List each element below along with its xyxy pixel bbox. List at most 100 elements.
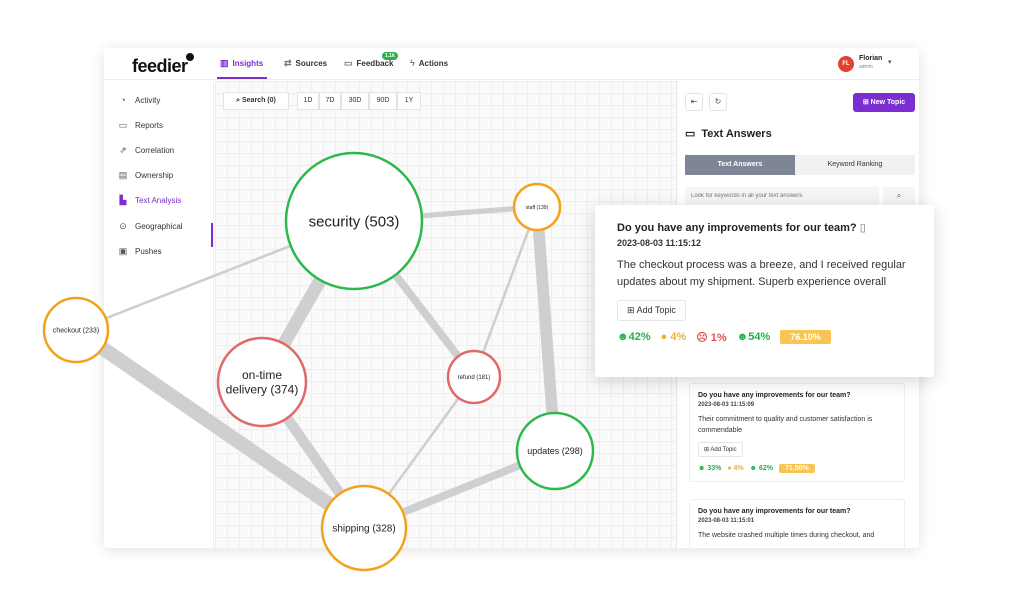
positive-stat: ☻ 33% bbox=[698, 465, 722, 472]
add-topic-label: Add Topic bbox=[636, 305, 676, 315]
sidebar-item-label: Pushes bbox=[135, 247, 162, 256]
answer-date: 2023-08-03 11:15:09 bbox=[698, 402, 755, 408]
graph-node-shipping[interactable] bbox=[320, 484, 408, 572]
graph-node-staff[interactable] bbox=[512, 182, 562, 232]
popup-text: The checkout process was a breeze, and I… bbox=[617, 259, 906, 288]
refresh-icon[interactable]: ↻ bbox=[709, 93, 727, 111]
top-bar: feedier ▥ Insights ⇄ Sources ▭ Feedback … bbox=[104, 48, 919, 80]
bar-chart-icon: ▥ bbox=[220, 58, 229, 68]
graph-node-ontime[interactable] bbox=[216, 336, 308, 428]
text-analysis-icon: ▙ bbox=[119, 195, 127, 205]
smile-icon: ☻ bbox=[698, 465, 706, 472]
range-30d-button[interactable]: 30D bbox=[341, 92, 369, 110]
overall-stat: ☻54% bbox=[736, 331, 771, 343]
sidebar-item-activity[interactable]: ◔ Activity bbox=[118, 95, 160, 105]
collapse-panel-icon[interactable]: ⇤ bbox=[685, 93, 703, 111]
panel-title: ▭ Text Answers bbox=[685, 127, 772, 141]
message-icon: ▣ bbox=[118, 246, 128, 256]
answer-card[interactable]: Do you have any improvements for our tea… bbox=[689, 383, 905, 482]
avatar[interactable]: FL bbox=[838, 56, 854, 72]
graph-node-refund[interactable] bbox=[446, 349, 502, 405]
share-icon: ⇗ bbox=[119, 145, 127, 155]
nav-insights[interactable]: ▥ Insights bbox=[220, 58, 263, 69]
keyword-search-input[interactable] bbox=[685, 187, 879, 205]
answer-date: 2023-08-03 11:15:01 bbox=[698, 518, 755, 524]
nav-actions[interactable]: ϟ Actions bbox=[410, 58, 448, 68]
answer-question: Do you have any improvements for our tea… bbox=[698, 392, 851, 399]
sidebar-item-text-analysis[interactable]: ▙ Text Analysis bbox=[118, 195, 182, 206]
sentiment-stats: ☻42% ● 4% ☹ 1% ☻54% 76.10% bbox=[617, 330, 912, 344]
nav-insights-label: Insights bbox=[232, 59, 264, 68]
gauge-icon: ◔ bbox=[120, 95, 126, 105]
sidebar-item-label: Geographical bbox=[135, 222, 183, 231]
sidebar-item-label: Reports bbox=[135, 121, 164, 130]
chat-icon: ▭ bbox=[344, 58, 353, 68]
search-icon[interactable]: ⌕ bbox=[883, 187, 915, 205]
nav-active-indicator bbox=[217, 77, 267, 79]
range-90d-button[interactable]: 90D bbox=[369, 92, 397, 110]
tab-keyword-ranking[interactable]: Keyword Ranking bbox=[795, 155, 915, 175]
overall-stat: ☻ 62% bbox=[749, 465, 773, 472]
nav-sources[interactable]: ⇄ Sources bbox=[284, 58, 327, 69]
plus-icon: ⊞ bbox=[704, 447, 710, 453]
plus-icon: ⊞ bbox=[627, 305, 635, 315]
panel-title-text: Text Answers bbox=[701, 127, 772, 140]
folder-icon: ▭ bbox=[118, 120, 128, 130]
graph-node-security[interactable] bbox=[284, 151, 424, 291]
nav-feedback-label: Feedback bbox=[356, 59, 394, 68]
range-1d-button[interactable]: 1D bbox=[297, 92, 319, 110]
chevron-down-icon[interactable]: ▾ bbox=[888, 59, 892, 66]
sidebar-item-geographical[interactable]: ⊙ Geographical bbox=[118, 221, 183, 232]
sidebar-item-pushes[interactable]: ▣ Pushes bbox=[118, 246, 162, 257]
plus-icon: ⊞ bbox=[862, 99, 869, 106]
sidebar-item-correlation[interactable]: ⇗ Correlation bbox=[118, 145, 174, 156]
popup-date: 2023-08-03 11:15:12 bbox=[617, 238, 702, 248]
add-topic-button[interactable]: ⊞ Add Topic bbox=[698, 442, 743, 457]
sidebar-item-label: Activity bbox=[135, 95, 161, 105]
search-button[interactable]: ⌕ Search (0) bbox=[223, 92, 289, 110]
positive-stat: ☻42% bbox=[617, 331, 651, 343]
sidebar-item-reports[interactable]: ▭ Reports bbox=[118, 120, 163, 131]
tab-text-answers[interactable]: Text Answers bbox=[685, 155, 795, 175]
answer-question: Do you have any improvements for our tea… bbox=[698, 508, 851, 515]
document-icon: ▯ bbox=[859, 222, 866, 234]
neutral-face-icon: ● bbox=[727, 465, 732, 472]
smile-icon: ☻ bbox=[617, 331, 629, 343]
neutral-stat: ● 4% bbox=[727, 465, 744, 472]
sad-face-icon: ☹ bbox=[696, 331, 708, 344]
nav-sources-label: Sources bbox=[295, 59, 328, 68]
add-topic-button[interactable]: ⊞ Add Topic bbox=[617, 300, 686, 321]
smile-icon: ☻ bbox=[749, 465, 758, 472]
sidebar-item-label: Ownership bbox=[135, 171, 174, 180]
nav-feedback[interactable]: ▭ Feedback bbox=[344, 58, 393, 69]
chat-icon: ▭ bbox=[685, 128, 696, 140]
popup-question-text: Do you have any improvements for our tea… bbox=[617, 222, 857, 234]
user-role: admin bbox=[859, 64, 873, 70]
score-badge: 71.50% bbox=[779, 464, 815, 473]
add-topic-label: Add Topic bbox=[710, 447, 737, 453]
range-1y-button[interactable]: 1Y bbox=[397, 92, 421, 110]
graph-node-checkout[interactable] bbox=[42, 296, 110, 364]
graph-node-updates[interactable] bbox=[515, 411, 595, 491]
answer-popup-card[interactable]: Do you have any improvements for our tea… bbox=[595, 205, 934, 377]
range-7d-button[interactable]: 7D bbox=[319, 92, 341, 110]
sidebar-item-ownership[interactable]: ▤ Ownership bbox=[118, 170, 174, 181]
new-topic-button[interactable]: ⊞ New Topic bbox=[853, 93, 915, 112]
sidebar: ◔ Activity ▭ Reports ⇗ Correlation ▤ Own… bbox=[104, 81, 214, 548]
sidebar-item-label: Correlation bbox=[135, 146, 175, 155]
feedier-logo[interactable]: feedier bbox=[132, 56, 188, 76]
clipboard-icon: ▤ bbox=[118, 170, 128, 180]
sidebar-active-indicator bbox=[211, 223, 213, 247]
search-icon: ⌕ bbox=[236, 97, 241, 104]
sidebar-item-label: Text Analysis bbox=[135, 196, 182, 205]
answer-text: The website crashed multiple times durin… bbox=[698, 532, 875, 539]
answer-card[interactable]: Do you have any improvements for our tea… bbox=[689, 499, 905, 548]
logo-dot-icon bbox=[186, 53, 194, 61]
bolt-icon: ϟ bbox=[410, 58, 415, 68]
answer-text: Their commitment to quality and customer… bbox=[698, 416, 873, 434]
popup-question: Do you have any improvements for our tea… bbox=[617, 221, 912, 234]
neutral-face-icon: ● bbox=[660, 331, 668, 343]
feedback-count-badge: 1.1k bbox=[382, 52, 398, 60]
new-topic-label: New Topic bbox=[870, 99, 906, 106]
negative-stat: ☹ 1% bbox=[696, 331, 727, 344]
